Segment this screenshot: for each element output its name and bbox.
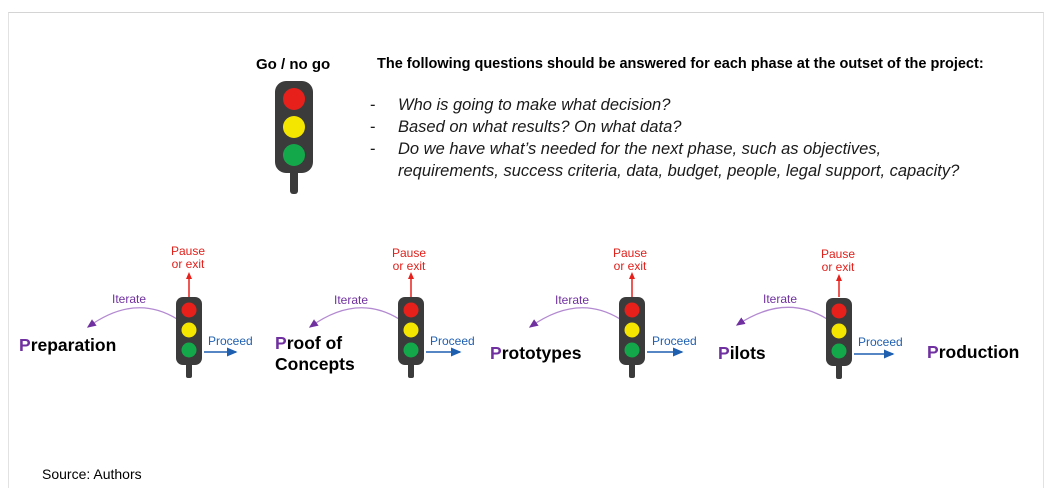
gate-2 — [308, 272, 462, 378]
bullet-dash: - — [370, 96, 376, 114]
traffic-light-icon — [398, 297, 424, 378]
phase-label-rest: ilots — [729, 343, 766, 363]
gate-1 — [86, 272, 238, 378]
question-text: Do we have what’s needed for the next ph… — [398, 140, 960, 180]
phase-preparation: Preparation — [19, 335, 116, 356]
question-item: - Based on what results? On what data? — [370, 116, 970, 138]
pause-or-exit-label: Pause or exit — [153, 245, 223, 271]
phase-label-rest: roof of — [286, 333, 343, 353]
or-exit-label: or exit — [821, 260, 855, 274]
phase-pilots: Pilots — [718, 343, 766, 364]
bullet-dash: - — [370, 118, 376, 136]
pause-label: Pause — [391, 246, 427, 260]
question-text: Who is going to make what decision? — [398, 96, 671, 114]
pause-or-exit-label: Pause or exit — [803, 248, 873, 274]
pause-or-exit-label: Pause or exit — [595, 247, 665, 273]
iterate-label: Iterate — [763, 292, 798, 306]
proceed-label: Proceed — [858, 335, 903, 349]
phase-label-rest: rototypes — [501, 343, 582, 363]
traffic-light-icon — [826, 298, 852, 379]
gate-4 — [735, 274, 895, 379]
iterate-label: Iterate — [334, 293, 369, 307]
phase-prototypes: Prototypes — [490, 343, 581, 364]
questions-title: The following questions should be answer… — [377, 56, 984, 72]
or-exit-label: or exit — [392, 259, 426, 273]
questions-list: - Who is going to make what decision? - … — [370, 94, 970, 182]
bullet-dash: - — [370, 140, 376, 158]
iterate-label: Iterate — [555, 293, 590, 307]
proceed-label: Proceed — [430, 334, 475, 348]
source-caption: Source: Authors — [42, 466, 142, 482]
traffic-light-icon — [176, 297, 202, 378]
phase-initial: P — [275, 333, 287, 353]
go-no-go-label: Go / no go — [256, 56, 331, 73]
diagram-frame — [8, 12, 1044, 488]
or-exit-label: or exit — [613, 259, 647, 273]
pause-label: Pause — [820, 247, 856, 261]
phase-proof-of-concepts: Proof of Concepts — [275, 333, 355, 375]
phase-label-rest: roduction — [938, 342, 1020, 362]
question-item: - Do we have what’s needed for the next … — [370, 138, 970, 182]
phase-initial: P — [718, 343, 730, 363]
proceed-label: Proceed — [208, 334, 253, 348]
phase-label-line2: Concepts — [275, 354, 355, 374]
pause-or-exit-label: Pause or exit — [374, 247, 444, 273]
proceed-label: Proceed — [652, 334, 697, 348]
question-text: Based on what results? On what data? — [398, 118, 682, 136]
question-item: - Who is going to make what decision? — [370, 94, 970, 116]
traffic-light-icon — [619, 297, 645, 378]
phase-initial: P — [19, 335, 31, 355]
phase-production: Production — [927, 342, 1019, 363]
main-traffic-light-icon — [275, 81, 313, 194]
iterate-label: Iterate — [112, 292, 147, 306]
or-exit-label: or exit — [171, 257, 205, 271]
phase-label-rest: reparation — [30, 335, 117, 355]
phase-initial: P — [490, 343, 502, 363]
pause-label: Pause — [612, 246, 648, 260]
pause-label: Pause — [170, 244, 206, 258]
phase-initial: P — [927, 342, 939, 362]
gate-3 — [528, 272, 684, 378]
